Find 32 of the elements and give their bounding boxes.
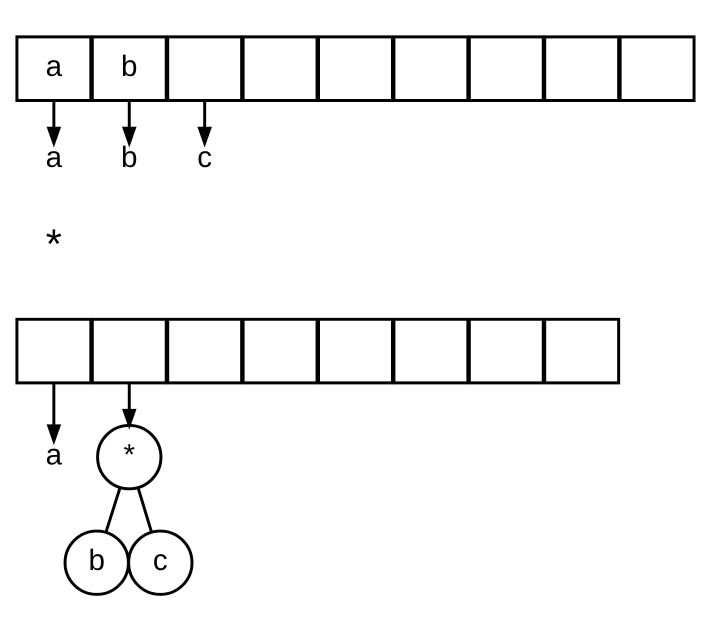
arrow	[46, 100, 62, 148]
node-box	[317, 318, 394, 384]
node-box	[468, 318, 545, 384]
node-box	[90, 318, 168, 384]
node-text: a	[46, 438, 62, 472]
node-text: c	[197, 141, 212, 174]
node-box	[15, 318, 92, 384]
node-circle: *	[96, 424, 162, 490]
node-box	[317, 35, 394, 102]
node-box	[166, 318, 244, 384]
node-box: a	[15, 35, 92, 102]
node-box: b	[90, 35, 168, 102]
node-text: b	[121, 141, 138, 174]
node-box	[468, 35, 545, 102]
node-box	[618, 35, 696, 102]
node-text: a	[46, 141, 62, 174]
node-box	[242, 318, 319, 384]
node-box	[543, 318, 620, 384]
arrow	[46, 382, 62, 446]
connector	[136, 487, 153, 533]
node-circle: b	[64, 530, 130, 596]
node-box	[543, 35, 620, 102]
arrow	[122, 382, 137, 430]
node-box	[392, 35, 470, 102]
arrow	[197, 100, 212, 148]
connector	[104, 486, 122, 533]
label: *	[46, 220, 62, 267]
node-box	[392, 318, 470, 384]
node-box	[166, 35, 244, 102]
node-circle: c	[127, 530, 194, 596]
node-box	[242, 35, 319, 102]
arrow	[122, 100, 137, 148]
